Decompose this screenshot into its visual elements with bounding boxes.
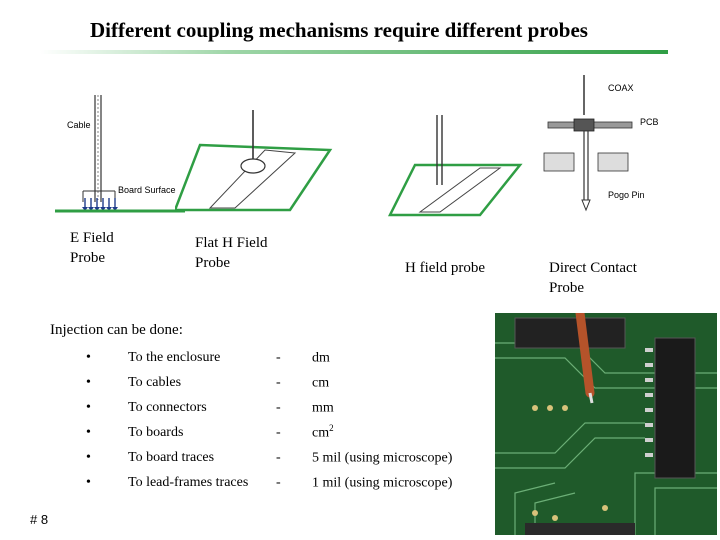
pcb-probe-photo: [495, 313, 717, 535]
injection-list: • To the enclosure - dm • To cables - cm…: [80, 345, 512, 495]
list-item: • To cables - cm: [80, 370, 512, 395]
item-value: dm: [312, 350, 330, 366]
coax-label: COAX: [608, 83, 634, 93]
list-item: • To connectors - mm: [80, 395, 512, 420]
title-underline: [40, 50, 668, 54]
item-dash: -: [276, 374, 281, 390]
item-value: mm: [312, 400, 334, 416]
item-dash: -: [276, 399, 281, 415]
item-label: To boards: [128, 424, 184, 440]
item-label: To the enclosure: [128, 349, 221, 365]
direct-contact-caption-line2: Probe: [549, 280, 584, 296]
item-value: cm: [312, 375, 330, 391]
flat-h-field-caption-line2: Probe: [195, 255, 230, 271]
e-field-caption: E Field Probe: [70, 228, 114, 268]
pcb-label: PCB: [640, 117, 659, 127]
h-field-caption: H field probe: [405, 260, 485, 276]
item-dash: -: [276, 474, 281, 490]
e-field-probe-figure: [55, 95, 185, 213]
bullet: •: [86, 399, 91, 415]
item-label: To board traces: [128, 449, 215, 465]
slide-title: Different coupling mechanisms require di…: [90, 18, 588, 42]
flat-h-field-probe-figure: [175, 110, 333, 212]
item-value: 5 mil (using microscope): [312, 450, 453, 466]
direct-contact-caption-line1: Direct Contact: [549, 260, 637, 276]
bullet: •: [86, 449, 91, 465]
flat-h-field-caption-line1: Flat H Field: [195, 235, 268, 251]
direct-contact-caption: Direct Contact Probe: [549, 258, 637, 298]
e-field-caption-line1: E Field: [70, 230, 114, 246]
cable-label: Cable: [67, 120, 91, 130]
bullet: •: [86, 374, 91, 390]
bullet: •: [86, 424, 91, 440]
item-label: To cables: [128, 374, 182, 390]
item-dash: -: [276, 424, 281, 440]
flat-h-field-caption: Flat H Field Probe: [195, 233, 268, 273]
list-item: • To board traces - 5 mil (using microsc…: [80, 445, 512, 470]
item-value: cm2: [312, 423, 334, 441]
list-item: • To the enclosure - dm: [80, 345, 512, 370]
injection-intro: Injection can be done:: [50, 322, 183, 338]
item-dash: -: [276, 449, 281, 465]
list-item: • To lead-frames traces - 1 mil (using m…: [80, 470, 512, 495]
item-dash: -: [276, 349, 281, 365]
board-surface-label: Board Surface: [118, 185, 176, 195]
h-field-probe-figure: [387, 115, 523, 217]
item-label: To connectors: [128, 399, 207, 415]
e-field-caption-line2: Probe: [70, 250, 105, 266]
item-label: To lead-frames traces: [128, 474, 249, 490]
list-item: • To boards - cm2: [80, 420, 512, 445]
bullet: •: [86, 349, 91, 365]
direct-contact-probe-figure: [543, 75, 633, 212]
item-value: 1 mil (using microscope): [312, 475, 453, 491]
slide-number: # 8: [30, 512, 49, 527]
bullet: •: [86, 474, 91, 490]
pogo-pin-label: Pogo Pin: [608, 190, 645, 200]
